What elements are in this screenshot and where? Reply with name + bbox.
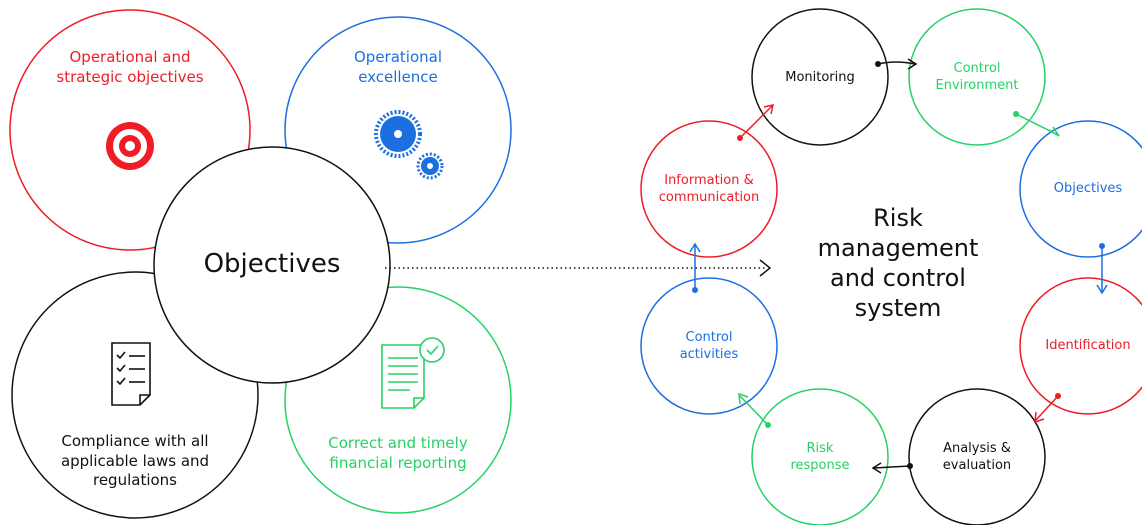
- risk-response-label: Risk response: [790, 441, 850, 473]
- identification-circle: [1019, 277, 1142, 415]
- compliance-label: Compliance with all applicable laws and …: [60, 432, 210, 489]
- target-icon: [106, 122, 154, 170]
- report-clock-icon: [381, 337, 445, 409]
- financial-reporting-label: Correct and timely financial reporting: [328, 434, 468, 472]
- cycle-arrow-monitoring-control: [875, 58, 918, 70]
- cycle-arrow-response-activities: [738, 392, 771, 428]
- objectives-center-label: Objectives: [203, 249, 341, 279]
- cycle-arrow-activities-information: [689, 242, 701, 293]
- information-label: Information & communication: [658, 173, 760, 205]
- control-environment-circle: [908, 8, 1046, 146]
- control-activities-label: Control activities: [679, 330, 739, 362]
- cycle-arrow-objectives-identification: [1096, 243, 1108, 295]
- objectives-cycle-label: Objectives: [1053, 181, 1123, 196]
- analysis-label: Analysis & evaluation: [942, 441, 1012, 473]
- risk-system-title: Risk management and control system: [817, 204, 979, 322]
- monitoring-circle: [751, 8, 889, 146]
- monitoring-label: Monitoring: [785, 70, 855, 85]
- cycle-arrow-information-monitoring: [737, 104, 774, 141]
- identification-label: Identification: [1045, 338, 1131, 353]
- cycle-arrow-identification-analysis: [1034, 393, 1061, 424]
- operational-excellence-label: Operational excellence: [353, 48, 442, 86]
- control-activities-circle: [640, 277, 778, 415]
- cycle-arrow-analysis-response: [871, 462, 913, 474]
- checklist-icon: [111, 342, 151, 406]
- cycle-arrow-control-objectives: [1013, 111, 1060, 137]
- gears-icon: [374, 110, 444, 180]
- information-circle: [640, 120, 778, 258]
- dotted-connector-arrowhead: [759, 259, 772, 277]
- objectives-cycle-circle: [1019, 120, 1142, 258]
- control-environment-label: Control Environment: [935, 61, 1019, 93]
- operational-strategic-label: Operational and strategic objectives: [56, 48, 204, 86]
- objectives-center-circle: [153, 146, 391, 384]
